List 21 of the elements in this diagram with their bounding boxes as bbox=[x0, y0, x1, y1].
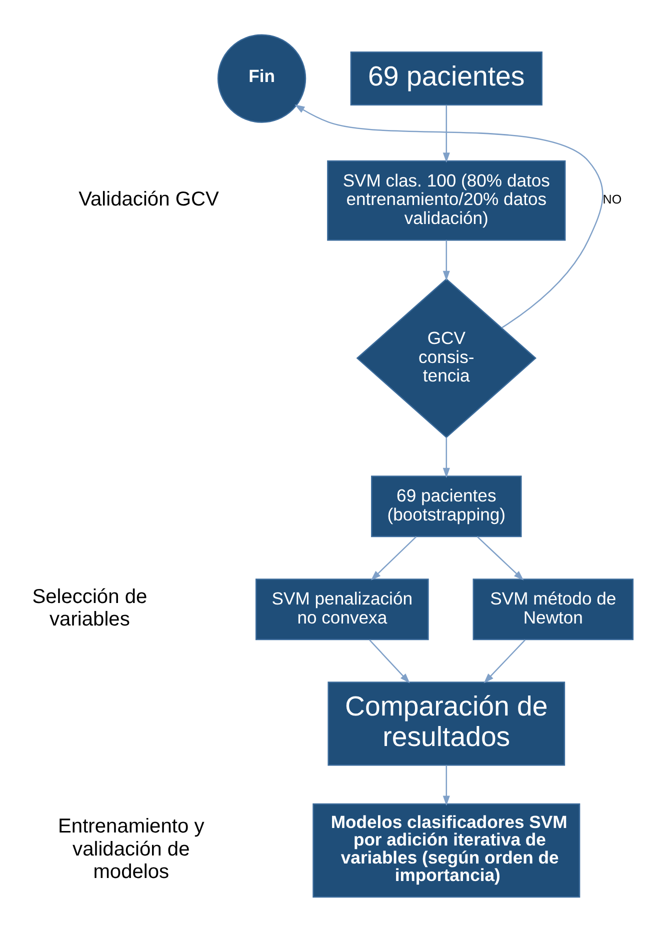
arrow bbox=[442, 104, 450, 162]
node-box: 69 pacientes bbox=[350, 51, 542, 106]
node-box: Comparación de resultados bbox=[328, 681, 566, 766]
arrow bbox=[369, 639, 410, 683]
arrow bbox=[476, 536, 524, 580]
arrow bbox=[442, 436, 450, 478]
arrow bbox=[370, 536, 417, 580]
node-box: 69 pacientes (bootstrapping) bbox=[371, 475, 522, 537]
arrow bbox=[484, 639, 526, 683]
arrow bbox=[294, 104, 604, 328]
label: Selección de variables bbox=[32, 585, 148, 630]
node-box: Modelos clasificadores SVM por adición iterativa de variables (según orden de importancia) bbox=[312, 802, 580, 898]
node-diamond: GCV consis- tencia bbox=[356, 278, 537, 438]
arrow bbox=[442, 240, 450, 280]
arrow bbox=[442, 764, 450, 806]
label: Validación GCV bbox=[78, 188, 219, 210]
node-box: SVM clas. 100 (80% datos entrenamiento/20% datos validación) bbox=[327, 160, 566, 240]
label: Entrenamiento y validación de modelos bbox=[58, 815, 204, 882]
node-box: SVM método de Newton bbox=[472, 578, 634, 640]
node-box: SVM penalización no convexa bbox=[256, 578, 429, 640]
edge-label: NO bbox=[602, 192, 622, 206]
